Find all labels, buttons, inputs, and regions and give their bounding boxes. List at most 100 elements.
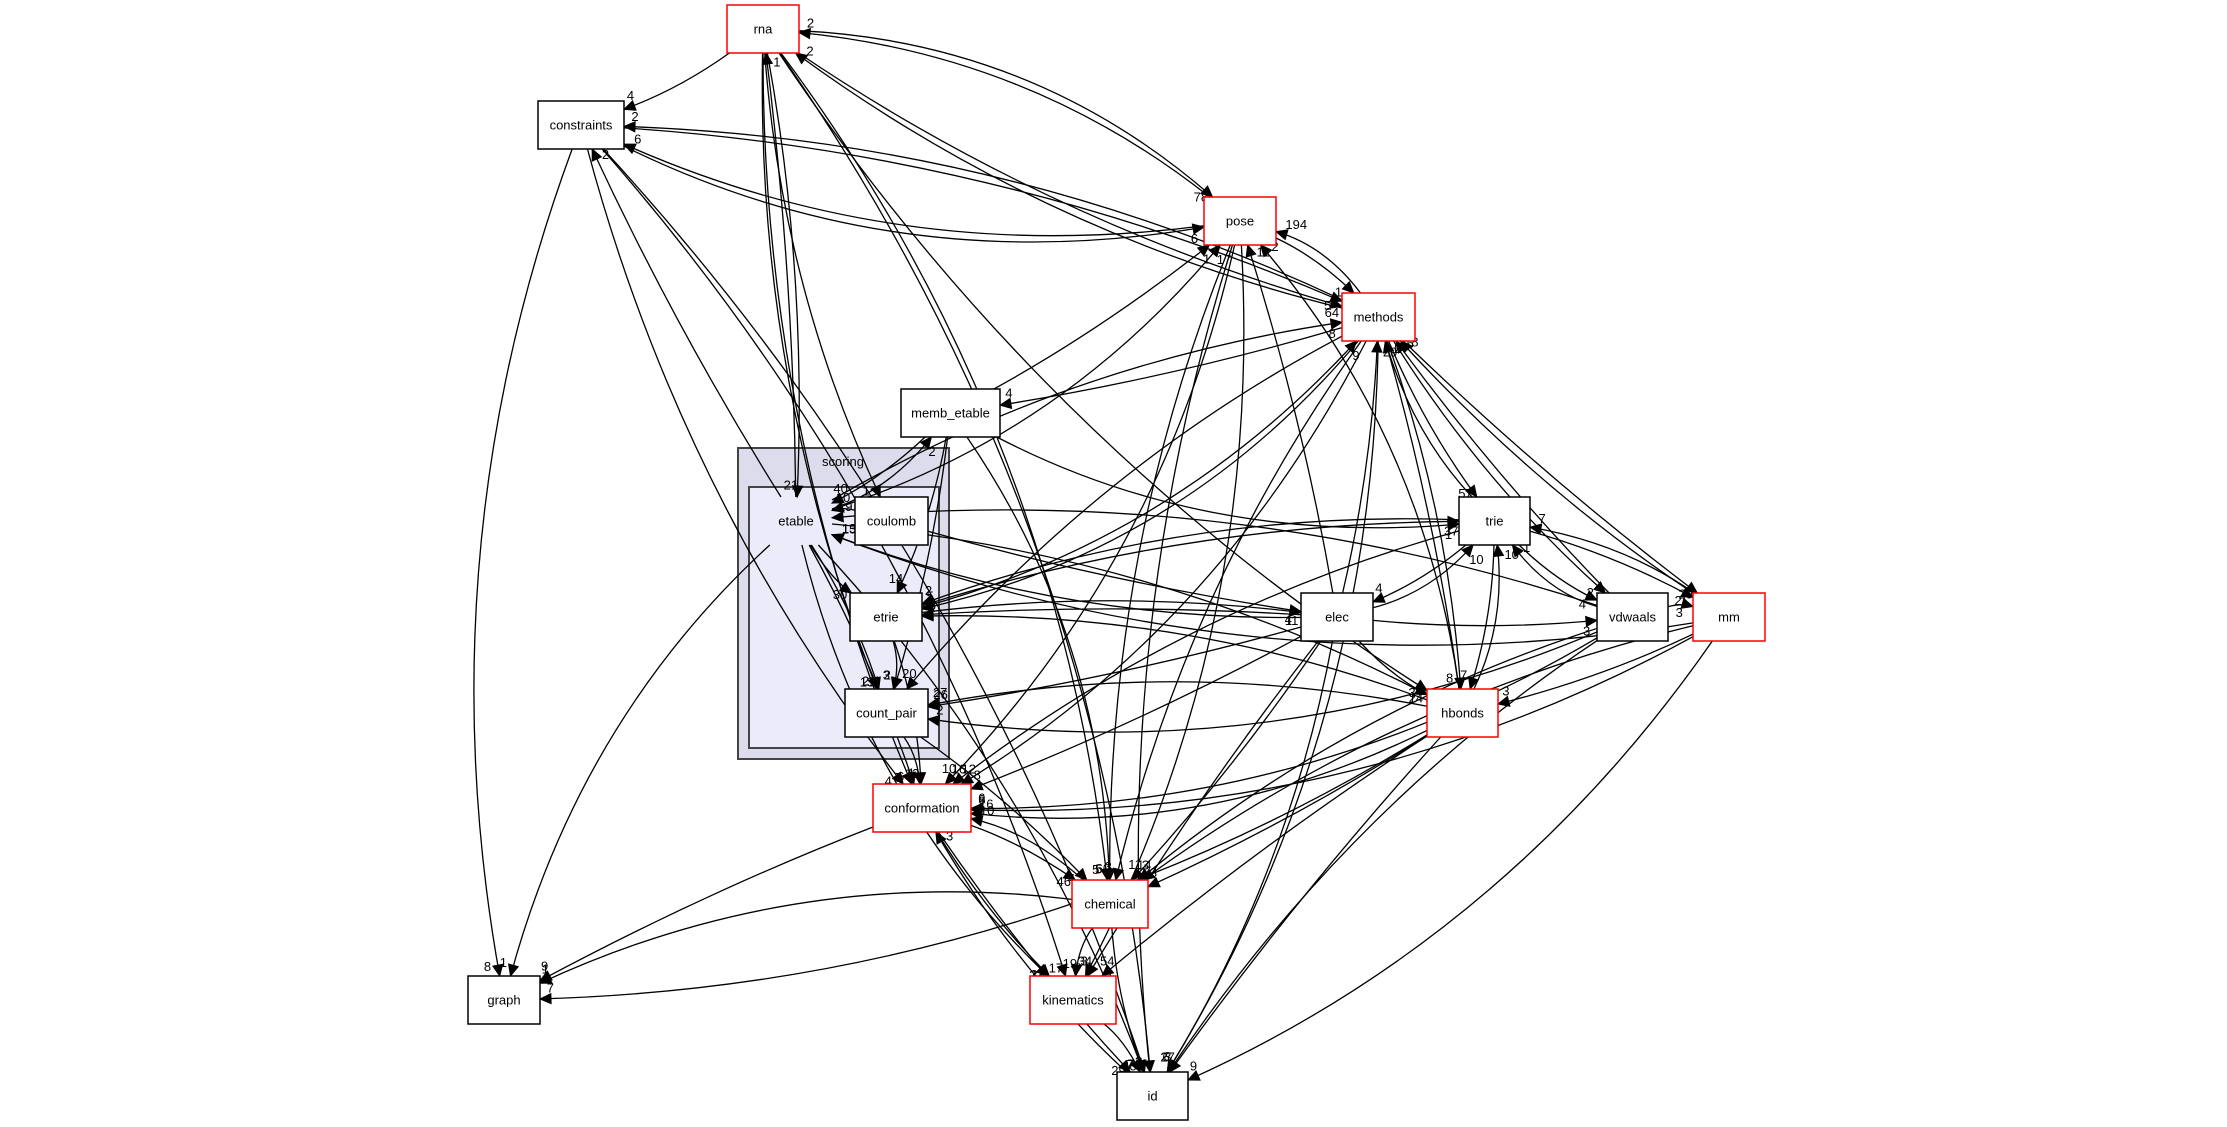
edge-pose-to-conformation[interactable] — [944, 244, 1236, 785]
edge-memb_etable-to-count_pair[interactable] — [893, 436, 949, 690]
edge-elec-to-vdwaals[interactable] — [1372, 619, 1598, 627]
node-box-hbonds[interactable] — [1426, 688, 1499, 738]
edge-hbonds-to-methods[interactable] — [1384, 340, 1460, 690]
edge-elec-to-trie[interactable] — [1372, 544, 1474, 609]
node-elec[interactable]: elec — [1300, 592, 1374, 642]
edge-vdwaals-to-etable[interactable] — [831, 509, 1598, 606]
edge-coulomb-to-elec[interactable] — [927, 530, 1302, 613]
edge-rna-to-constraints[interactable] — [623, 52, 730, 110]
edge-vdwaals-to-trie[interactable] — [1511, 544, 1598, 608]
edge-etable-to-graph[interactable] — [509, 544, 771, 977]
edge-methods-to-etrie[interactable] — [921, 340, 1359, 610]
edge-methods-to-id[interactable] — [1166, 340, 1379, 1073]
edge-etable-to-memb_etable[interactable] — [831, 436, 932, 510]
edge-etrie-to-elec[interactable] — [921, 600, 1302, 614]
edge-conformation-to-chemical[interactable] — [970, 824, 1076, 881]
edge-mm-to-id[interactable] — [1187, 640, 1713, 1081]
edge-pose-to-constraints[interactable] — [623, 143, 1205, 237]
edge-elec-to-chemical[interactable] — [1131, 640, 1322, 881]
edge-trie-to-etrie[interactable] — [921, 518, 1460, 605]
edge-methods-to-mm[interactable] — [1402, 340, 1698, 594]
node-pose[interactable]: pose — [1203, 196, 1277, 246]
edge-trie-to-vdwaals[interactable] — [1518, 544, 1598, 601]
edge-etrie-to-methods[interactable] — [921, 340, 1357, 608]
node-box-coulomb[interactable] — [854, 496, 929, 546]
edge-conformation-to-graph[interactable] — [539, 826, 874, 982]
node-methods[interactable]: methods — [1341, 292, 1416, 342]
node-box-etrie[interactable] — [849, 592, 923, 642]
node-conformation[interactable]: conformation — [872, 783, 972, 833]
edge-hbonds-to-graph[interactable] — [539, 734, 1428, 1000]
edge-conformation-to-id[interactable] — [937, 831, 1131, 1073]
edge-methods-to-constraints[interactable] — [623, 125, 1343, 301]
node-box-vdwaals[interactable] — [1596, 592, 1669, 642]
edge-hbonds-to-trie[interactable] — [1473, 544, 1500, 690]
edge-vdwaals-to-chemical[interactable] — [1138, 627, 1598, 881]
node-box-rna[interactable] — [726, 4, 800, 54]
node-box-count_pair[interactable] — [844, 688, 929, 738]
edge-chemical-to-conformation[interactable] — [970, 817, 1084, 881]
node-rna[interactable]: rna — [726, 4, 800, 54]
node-box-trie[interactable] — [1458, 496, 1531, 546]
edge-rna-to-etable[interactable] — [766, 52, 800, 498]
node-box-methods[interactable] — [1341, 292, 1416, 342]
edge-vdwaals-to-methods[interactable] — [1395, 340, 1610, 594]
edge-pose-to-rna[interactable] — [798, 31, 1211, 198]
node-box-chemical[interactable] — [1071, 879, 1149, 929]
node-hbonds[interactable]: hbonds — [1426, 688, 1499, 738]
edge-trie-to-conformation[interactable] — [952, 530, 1460, 785]
node-box-conformation[interactable] — [872, 783, 972, 833]
edge-mm-to-conformation[interactable] — [970, 636, 1694, 812]
node-box-memb_etable[interactable] — [900, 388, 1001, 438]
edge-mm-to-trie[interactable] — [1529, 526, 1695, 594]
edge-pose-to-id[interactable] — [1137, 244, 1234, 1073]
node-coulomb[interactable]: coulomb — [854, 496, 929, 546]
edge-hbonds-to-pose[interactable] — [1260, 244, 1460, 690]
node-chemical[interactable]: chemical — [1071, 879, 1149, 929]
edge-trie-to-elec[interactable] — [1372, 544, 1467, 603]
edge-etable-to-rna[interactable] — [765, 52, 797, 498]
node-box-pose[interactable] — [1203, 196, 1277, 246]
edge-constraints-to-conformation[interactable] — [586, 148, 904, 785]
edge-memb_etable-to-chemical[interactable] — [966, 436, 1110, 881]
edge-mm-to-chemical[interactable] — [1142, 625, 1694, 881]
node-mm[interactable]: mm — [1692, 592, 1766, 642]
edge-elec-to-kinematics[interactable] — [1086, 640, 1319, 977]
edge-rna-to-chemical[interactable] — [780, 52, 1108, 881]
edge-hbonds-to-id[interactable] — [1169, 736, 1442, 1073]
edge-memb_etable-to-pose[interactable] — [993, 244, 1210, 390]
edge-trie-to-mm[interactable] — [1529, 530, 1694, 598]
node-vdwaals[interactable]: vdwaals — [1596, 592, 1669, 642]
edge-rna-to-count_pair[interactable] — [761, 52, 878, 690]
node-count_pair[interactable]: count_pair — [844, 688, 929, 738]
edge-etrie-to-trie[interactable] — [921, 520, 1460, 607]
edge-etable-to-methods[interactable] — [831, 321, 1343, 501]
edge-pose-to-chemical[interactable] — [1109, 244, 1231, 881]
edge-elec-to-methods[interactable] — [1341, 340, 1379, 594]
edge-rna-to-pose[interactable] — [798, 30, 1213, 198]
edge-mm-to-hbonds[interactable] — [1497, 633, 1694, 705]
edge-count_pair-to-chemical[interactable] — [920, 736, 1088, 881]
edge-constraints-to-graph[interactable] — [473, 148, 573, 977]
node-kinematics[interactable]: kinematics — [1029, 975, 1117, 1025]
edge-elec-to-count_pair[interactable] — [927, 626, 1302, 708]
edge-elec-to-pose[interactable] — [1247, 244, 1334, 594]
edge-hbonds-to-kinematics[interactable] — [1101, 735, 1428, 977]
edge-elec-to-etable[interactable] — [831, 534, 1302, 619]
node-box-kinematics[interactable] — [1029, 975, 1117, 1025]
edge-etable-to-constraints[interactable] — [591, 148, 782, 498]
edge-methods-to-vdwaals[interactable] — [1393, 340, 1606, 594]
edge-vdwaals-to-id[interactable] — [1168, 640, 1598, 1073]
node-box-mm[interactable] — [1692, 592, 1766, 642]
node-memb_etable[interactable]: memb_etable — [900, 388, 1001, 438]
edge-hbonds-to-chemical[interactable] — [1147, 735, 1428, 888]
edge-rna-to-methods[interactable] — [798, 52, 1343, 308]
edge-id-to-conformation[interactable] — [935, 831, 1127, 1073]
edge-methods-to-conformation[interactable] — [961, 340, 1367, 785]
edge-methods-to-rna[interactable] — [795, 52, 1343, 309]
edge-elec-to-id[interactable] — [1166, 640, 1334, 1073]
node-box-id[interactable] — [1116, 1071, 1189, 1121]
edge-trie-to-hbonds[interactable] — [1469, 544, 1495, 690]
node-box-constraints[interactable] — [537, 100, 625, 150]
edge-etable-to-pose[interactable] — [831, 244, 1221, 511]
